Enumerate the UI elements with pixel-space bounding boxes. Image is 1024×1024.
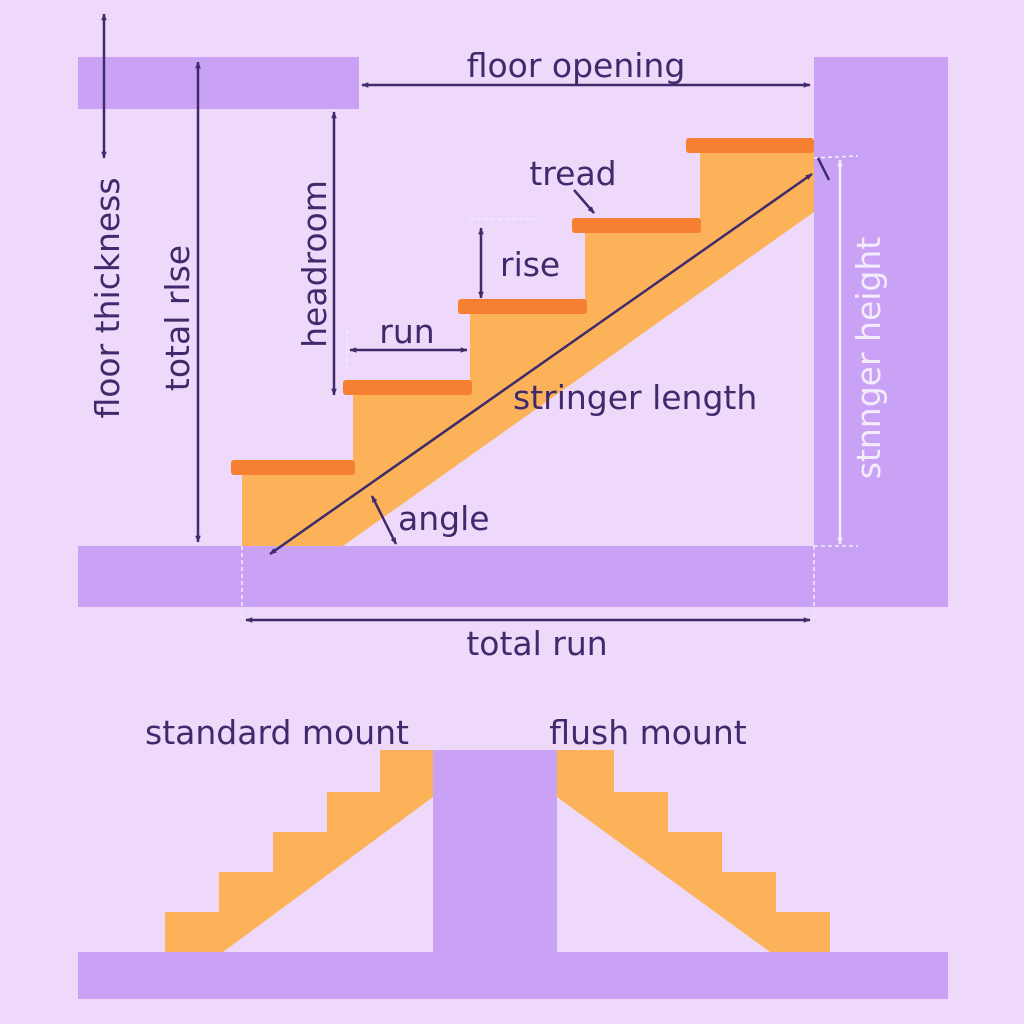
flush-mount-label: flush mount bbox=[549, 713, 746, 752]
standard-mount-label: standard mount bbox=[145, 713, 409, 752]
stringer-length-label: stringer length bbox=[513, 378, 757, 417]
center-header-post bbox=[433, 750, 557, 953]
stringer-top-tick bbox=[816, 157, 831, 181]
floor-thickness-label: floor thickness bbox=[88, 177, 127, 418]
total-run-label: total run bbox=[466, 624, 607, 663]
standard-mount-stringer bbox=[165, 750, 433, 952]
tread-3 bbox=[458, 299, 587, 314]
flush-mount-stringer bbox=[557, 750, 830, 952]
angle-label: angle bbox=[398, 499, 490, 538]
total-rise-label: total rlse bbox=[158, 245, 197, 391]
rise-label: rise bbox=[500, 245, 560, 284]
bottom-floor-slab bbox=[78, 952, 948, 999]
stringer-height-label: stnnger height bbox=[849, 237, 888, 480]
tread-2 bbox=[343, 380, 472, 395]
upper-floor-slab bbox=[78, 57, 359, 109]
tread-4 bbox=[572, 218, 701, 233]
angle-arrow bbox=[370, 495, 398, 545]
headroom-label: headroom bbox=[295, 180, 334, 348]
tread-5 bbox=[686, 138, 814, 153]
wall-right bbox=[814, 57, 948, 607]
dimension-arrows bbox=[101, 13, 831, 623]
run-label: run bbox=[379, 312, 434, 351]
tread-pointer bbox=[573, 189, 595, 214]
stringer-length-arrow bbox=[269, 172, 813, 556]
tread-1 bbox=[231, 460, 355, 475]
floor-opening-label: floor opening bbox=[467, 46, 686, 85]
lower-floor-slab bbox=[78, 546, 814, 607]
tread-label: tread bbox=[529, 154, 616, 193]
